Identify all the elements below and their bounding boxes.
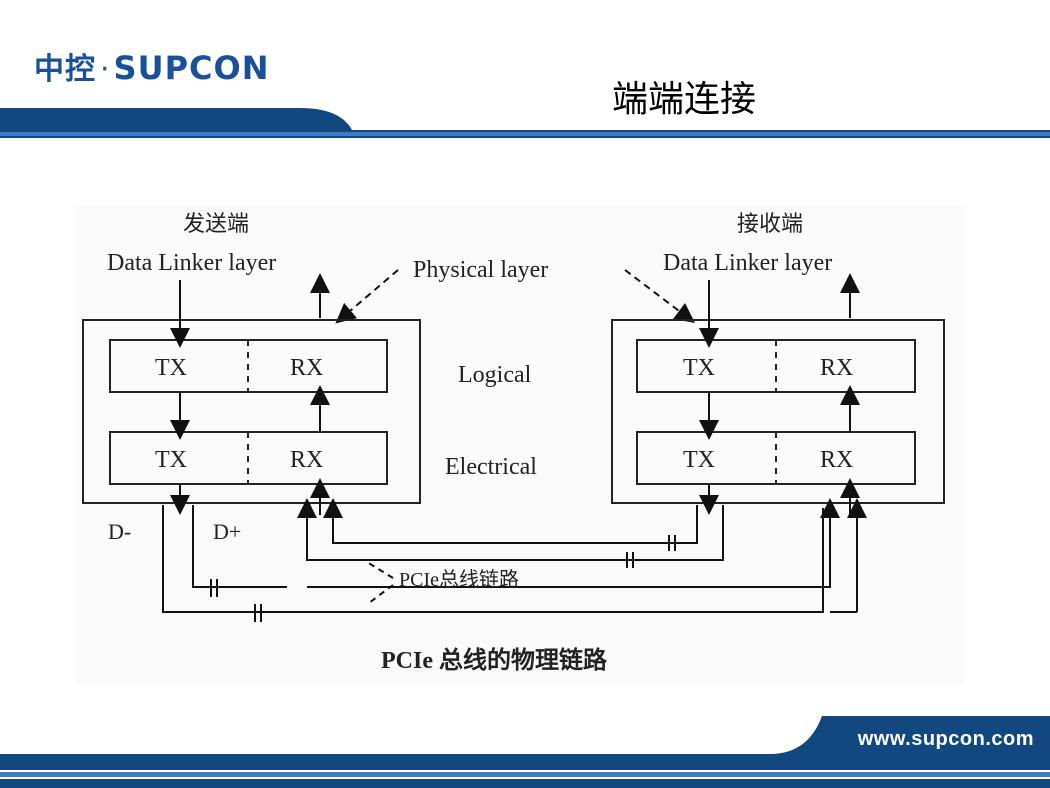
receiver-electrical-tx: TX <box>683 447 715 473</box>
logical-label: Logical <box>458 362 532 388</box>
d-plus-label: D+ <box>213 519 241 544</box>
link-sender-tx-d-minus <box>162 505 824 613</box>
sender-data-linker-layer: Data Linker layer <box>107 250 276 276</box>
physical-layer-label: Physical layer <box>413 257 548 283</box>
link-receiver-tx-d-plus <box>297 498 724 561</box>
sender-logical-rx: RX <box>290 355 323 381</box>
website-url: www.supcon.com <box>857 728 1034 750</box>
d-minus-label: D- <box>108 519 131 544</box>
link-sender-tx-d-plus <box>420 498 840 588</box>
receiver-label: 接收端 <box>737 212 803 237</box>
top-band <box>0 108 1050 138</box>
receiver-logical-tx: TX <box>683 355 715 381</box>
sender-logical-tx: TX <box>155 355 187 381</box>
physical-pointer-right <box>624 269 695 324</box>
receiver-box <box>611 319 945 504</box>
receiver-logical-rx: RX <box>820 355 853 381</box>
receiver-data-linker-layer: Data Linker layer <box>663 250 832 276</box>
pcie-link-label: PCIe总线链路 <box>399 568 519 591</box>
pcie-physical-link-diagram: 发送端 接收端 Data Linker layer Data Linker la… <box>75 205 965 685</box>
bottom-band <box>0 716 1050 788</box>
sender-label: 发送端 <box>183 212 249 237</box>
logo-chinese-text: 中控 <box>34 52 96 87</box>
link-receiver-tx-d-minus <box>323 498 698 544</box>
sender-box <box>82 319 421 504</box>
diagram-caption: PCIe 总线的物理链路 <box>381 646 608 674</box>
electrical-label: Electrical <box>445 454 537 480</box>
sender-electrical-rx: RX <box>290 447 323 473</box>
receiver-electrical-rx: RX <box>820 447 853 473</box>
physical-pointer-left <box>335 269 399 324</box>
logo-english-text: SUPCON <box>113 49 270 87</box>
sender-electrical-tx: TX <box>155 447 187 473</box>
supcon-logo: 中控 · SUPCON <box>34 44 270 88</box>
logo-separator: · <box>100 52 110 87</box>
slide-title: 端端连接 <box>612 79 757 120</box>
